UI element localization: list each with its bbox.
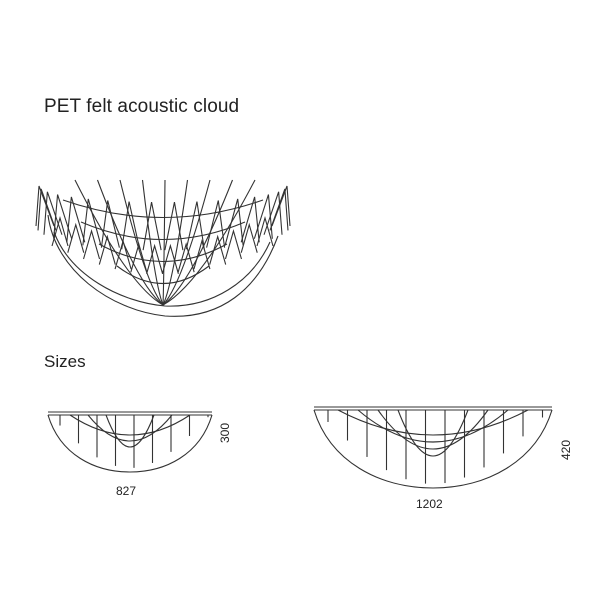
petal-line	[100, 200, 120, 248]
bowl-grid-line	[98, 243, 228, 263]
size-2-height-label: 420	[559, 439, 573, 460]
petal-line	[35, 185, 55, 227]
bowl-grid-line	[74, 179, 164, 306]
side-view-small	[47, 411, 213, 473]
size-2-width-label: 1202	[416, 497, 443, 511]
petal-line	[114, 239, 132, 270]
cloud-perspective-view	[35, 179, 291, 317]
petal-line	[43, 191, 63, 235]
size-1-height-label: 300	[218, 422, 232, 443]
petal-line	[185, 201, 205, 250]
petal-line	[209, 234, 227, 265]
bowl-grid-line	[162, 179, 234, 306]
side-view-grid-line	[377, 409, 489, 450]
petal-line	[164, 202, 184, 251]
petal-line	[224, 198, 244, 246]
side-view-grid-line	[397, 409, 469, 457]
bowl-grid-line	[96, 179, 164, 306]
bowl-grid-line	[162, 179, 166, 306]
size-1-width-label: 827	[116, 484, 137, 498]
bowl-grid-line	[162, 179, 189, 306]
petal-line	[224, 229, 242, 260]
petal-line	[53, 194, 73, 239]
petal-line	[51, 215, 69, 247]
petal-line	[66, 196, 86, 243]
bowl-grid-line	[162, 179, 256, 306]
side-view-grid-line	[69, 414, 191, 436]
bowl-grid-line	[141, 179, 164, 306]
bowl-grid-line	[80, 221, 246, 241]
side-view-grid-line	[87, 414, 173, 442]
petal-line	[83, 229, 101, 260]
petal-line	[37, 188, 57, 231]
petal-line	[263, 191, 283, 235]
bowl-grid-line	[119, 179, 164, 306]
bowl-grid-line	[62, 199, 264, 218]
product-title: PET felt acoustic cloud	[44, 96, 240, 117]
petal-line	[240, 222, 258, 253]
bowl-grid-line	[162, 179, 211, 306]
petal-line	[271, 185, 291, 227]
petal-line	[142, 202, 162, 251]
petal-line	[206, 200, 226, 248]
petal-line	[256, 215, 274, 247]
petal-line	[253, 194, 273, 239]
side-view-large	[313, 406, 553, 489]
sizes-heading: Sizes	[44, 352, 86, 371]
side-view-grid-line	[357, 409, 509, 443]
side-view-grid-line	[105, 414, 155, 448]
petal-line	[82, 198, 102, 246]
bowl-grid-line	[116, 265, 210, 284]
petal-line	[146, 243, 164, 274]
petal-line	[67, 222, 85, 253]
petal-line	[177, 242, 195, 273]
petal-line	[98, 234, 116, 265]
side-view-grid-line	[337, 409, 529, 436]
petal-line	[161, 243, 179, 274]
petal-line	[121, 201, 141, 250]
